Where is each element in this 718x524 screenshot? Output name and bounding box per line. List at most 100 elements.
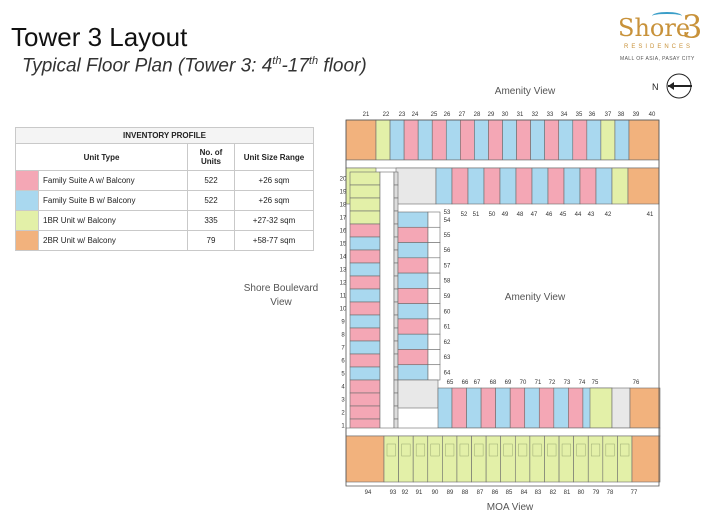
unit-inner-a [397, 333, 429, 350]
unit-label-76: 76 [633, 380, 640, 386]
unit-bottom-detail [503, 443, 513, 457]
unit-40 [628, 119, 660, 161]
unit-left-outer [349, 314, 381, 329]
legend-swatch-2br [15, 230, 39, 251]
corridor-inner [427, 333, 441, 350]
unit-bottom [412, 435, 429, 483]
unit-inner-a [397, 303, 429, 320]
unit-label-80: 80 [578, 490, 585, 496]
unit-bottom [471, 435, 487, 483]
corridor-left [379, 171, 395, 433]
unit-label-77: 77 [631, 490, 638, 496]
unit-top [403, 119, 419, 161]
unit-bottom [383, 435, 399, 483]
unit-label-59: 59 [444, 294, 451, 300]
unit-row2 [515, 167, 533, 205]
unit-lower [553, 387, 569, 429]
unit-left-outer [349, 392, 381, 407]
unit-label-6: 6 [341, 359, 345, 365]
view-label-amenity-top: Amenity View [494, 86, 556, 97]
unit-label-48: 48 [517, 212, 524, 218]
unit-label-86: 86 [492, 490, 499, 496]
unit-bottom-detail [459, 443, 469, 457]
unit-bottom-detail [415, 443, 426, 457]
unit-77 [631, 435, 661, 483]
unit-label-81: 81 [564, 490, 571, 496]
unit-label-12: 12 [340, 281, 347, 287]
unit-label-41: 41 [647, 212, 654, 218]
unit-lower [538, 387, 555, 429]
wall-left [393, 275, 399, 290]
unit-bottom [529, 435, 545, 483]
unit-left-outer [349, 327, 381, 342]
wall-left [393, 210, 399, 225]
unit-bottom-detail [590, 443, 601, 457]
unit-top [375, 119, 391, 161]
unit-label-14: 14 [340, 255, 347, 261]
page-subtitle: Typical Floor Plan (Tower 3: 4th-17th fl… [22, 55, 367, 77]
unit-label-16: 16 [340, 229, 347, 235]
unit-inner-a [397, 272, 429, 289]
table-row: Family Suite A w/ Balcony 522 +26 sqm [15, 170, 314, 191]
unit-top [431, 119, 447, 161]
view-label-shore-boulevard: Shore Boulevard View [236, 282, 326, 310]
unit-bottom [587, 435, 604, 483]
unit-left-outer [349, 184, 381, 199]
unit-label-52: 52 [461, 212, 468, 218]
unit-label-2: 2 [341, 411, 345, 417]
unit-label-49: 49 [502, 212, 509, 218]
unit-bottom [558, 435, 574, 483]
unit-label-15: 15 [340, 242, 347, 248]
unit-left-outer [349, 197, 381, 212]
unit-top [516, 119, 531, 161]
unit-label-11: 11 [340, 294, 347, 300]
unit-lower [495, 387, 511, 429]
compass-north-label: N [652, 82, 659, 92]
unit-lower [524, 387, 540, 429]
unit-left-outer [349, 379, 381, 394]
subtitle-sup-1: th [272, 55, 282, 67]
corridor-inner [427, 349, 441, 366]
building-outline [345, 119, 660, 487]
subtitle-mid: -17 [281, 55, 309, 77]
shore-view-line-2: View [270, 297, 292, 308]
core-lower-right [611, 387, 631, 429]
wall-left [393, 340, 399, 355]
unit-top [558, 119, 574, 161]
unit-label-68: 68 [490, 380, 497, 386]
page-title: Tower 3 Layout [11, 22, 188, 52]
unit-label-53: 53 [444, 210, 451, 216]
unit-bottom-detail [547, 443, 557, 457]
unit-row2 [563, 167, 581, 205]
unit-label-7: 7 [341, 346, 345, 352]
unit-bottom [485, 435, 502, 483]
unit-bottom [456, 435, 472, 483]
unit-row2 [547, 167, 565, 205]
unit-top [600, 119, 616, 161]
unit-left-outer [349, 366, 381, 381]
unit-lower [451, 387, 467, 429]
unit-bottom [544, 435, 560, 483]
unit-75 [589, 387, 613, 429]
corridor-inner [427, 364, 441, 381]
wall-left [393, 262, 399, 277]
wall-left [393, 197, 399, 212]
wall-left [393, 236, 399, 251]
unit-inner-a [397, 318, 429, 335]
inventory-profile-table: INVENTORY PROFILE Unit Type No. of Units… [15, 127, 314, 251]
wall-left [393, 366, 399, 381]
unit-bottom [442, 435, 458, 483]
unit-label-25: 25 [431, 112, 438, 118]
table-row: 2BR Unit w/ Balcony 79 +58-77 sqm [15, 230, 314, 251]
unit-label-39: 39 [633, 112, 640, 118]
corridor-inner [427, 318, 441, 335]
inventory-title: INVENTORY PROFILE [15, 127, 314, 144]
unit-label-29: 29 [488, 112, 495, 118]
wall-left [393, 184, 399, 199]
unit-label-56: 56 [444, 248, 451, 254]
logo-location: MALL OF ASIA, PASAY CITY [620, 56, 695, 62]
unit-label-3: 3 [341, 398, 345, 404]
unit-row2 [451, 167, 469, 205]
unit-top [586, 119, 602, 161]
unit-left-outer [349, 171, 381, 186]
